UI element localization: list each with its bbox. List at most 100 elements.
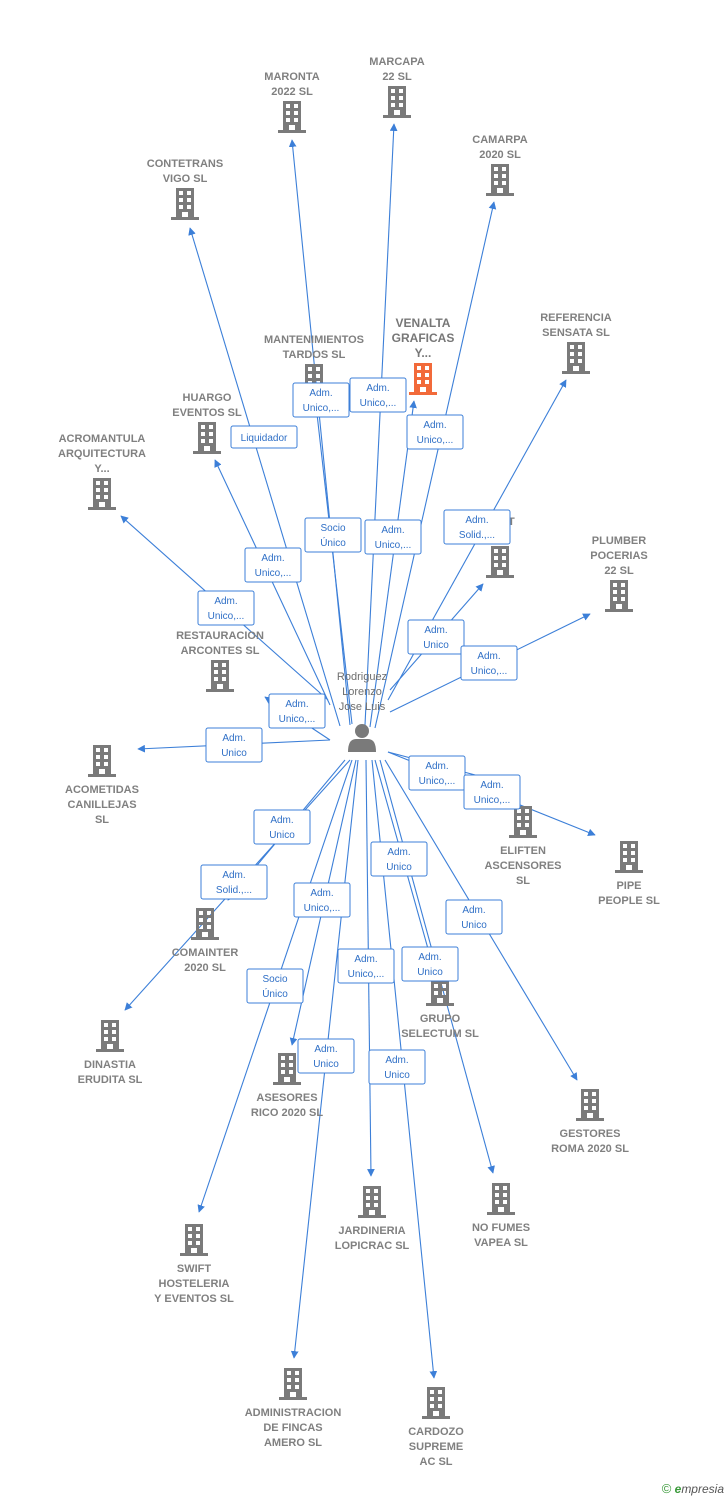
- relation-text: Unico: [423, 640, 449, 651]
- relation-label-gestores[interactable]: Adm.Unico: [445, 899, 503, 935]
- relation-label-acromantula[interactable]: Adm.Unico,...: [197, 590, 255, 626]
- company-label-dinastia: ERUDITA SL: [78, 1074, 143, 1086]
- relation-box: [337, 948, 395, 984]
- company-label-marcapa: 22 SL: [382, 71, 412, 83]
- relation-label-dext[interactable]: Adm. Unico: [407, 619, 465, 655]
- relation-text: Unico: [269, 830, 295, 841]
- company-label-nofumes: NO FUMES: [472, 1222, 530, 1234]
- relation-label-contetrans[interactable]: Liquidador: [230, 425, 298, 449]
- company-label-venalta: Y...: [415, 346, 432, 360]
- relation-label-restauracion[interactable]: Adm.Unico,...: [268, 693, 326, 729]
- relation-box: [407, 619, 465, 655]
- company-label-gestores: GESTORES: [560, 1128, 621, 1140]
- empresia-logo[interactable]: © empresia: [662, 1481, 724, 1496]
- relation-label-eliften[interactable]: Adm.Unico,...: [408, 755, 466, 791]
- company-label-maronta: 2022 SL: [271, 86, 313, 98]
- relation-text: Unico,...: [360, 398, 397, 409]
- company-label-cardozo: SUPREME: [409, 1441, 463, 1453]
- company-node-acromantula[interactable]: ACROMANTULAARQUITECTURAY...: [58, 433, 146, 510]
- company-label-comainter: COMAINTER: [172, 947, 239, 959]
- company-label-cardozo: AC SL: [420, 1456, 453, 1468]
- building-icon: [180, 1224, 208, 1256]
- relation-label-venalta[interactable]: Adm.Unico,...: [364, 519, 422, 555]
- company-label-asesores: RICO 2020 SL: [251, 1107, 323, 1119]
- building-icon: [88, 745, 116, 777]
- company-node-venalta[interactable]: VENALTAGRAFICASY...: [392, 316, 455, 395]
- relation-text: Adm.: [222, 733, 245, 744]
- relation-label-acometidas[interactable]: Adm.Unico: [205, 727, 263, 763]
- building-icon: [88, 478, 116, 510]
- company-node-comainter[interactable]: COMAINTER 2020 SL: [172, 908, 239, 974]
- relation-label-dinastia[interactable]: Adm.Solid.,...: [200, 864, 268, 900]
- person-name: Jose Luis: [339, 701, 386, 713]
- relation-label-maronta[interactable]: Adm.Unico,...: [292, 382, 350, 418]
- company-label-restauracion: RESTAURACION: [176, 630, 264, 642]
- relation-label-grupo[interactable]: Adm.Unico: [370, 841, 428, 877]
- relation-label-asesores[interactable]: Adm.Unico,...: [293, 882, 351, 918]
- building-icon: [358, 1186, 386, 1218]
- relation-text: Unico: [417, 967, 443, 978]
- relation-text: Adm.: [480, 780, 503, 791]
- company-label-grupo: GRUPO: [420, 1013, 461, 1025]
- relation-label-referencia[interactable]: Adm.Solid.,...: [443, 509, 511, 545]
- relation-label-administracion[interactable]: Adm.Unico: [297, 1038, 355, 1074]
- company-label-referencia: REFERENCIA: [540, 312, 612, 324]
- relation-text: Unico: [386, 862, 412, 873]
- relation-box: [230, 425, 298, 449]
- building-icon: [509, 806, 537, 838]
- building-icon: [206, 660, 234, 692]
- relation-text: Unico,...: [375, 540, 412, 551]
- relation-text: Solid.,...: [216, 885, 252, 896]
- relation-text: Unico,...: [208, 611, 245, 622]
- relation-box: [297, 1038, 355, 1074]
- relation-label-comainter[interactable]: Adm.Unico: [253, 809, 311, 845]
- relation-label-plumber[interactable]: Adm.Unico,...: [460, 645, 518, 681]
- relation-label-huargo[interactable]: Adm.Unico,...: [244, 547, 302, 583]
- relation-label-camarpa[interactable]: Adm.Unico,...: [406, 414, 464, 450]
- relation-text: Socio: [320, 523, 345, 534]
- company-label-jardineria: JARDINERIA: [338, 1225, 405, 1237]
- company-label-comainter: 2020 SL: [184, 962, 226, 974]
- company-label-contetrans: CONTETRANS: [147, 158, 223, 170]
- relation-text: Adm.: [314, 1044, 337, 1055]
- company-label-acromantula: ARQUITECTURA: [58, 448, 146, 460]
- relation-box: [463, 774, 521, 810]
- relation-box: [293, 882, 351, 918]
- relation-label-nofumes[interactable]: Adm.Unico: [401, 946, 459, 982]
- relation-label-cardozo[interactable]: Adm.Unico: [368, 1049, 426, 1085]
- company-label-acometidas: ACOMETIDAS: [65, 784, 139, 796]
- relation-text: Unico,...: [471, 666, 508, 677]
- company-label-dinastia: DINASTIA: [84, 1059, 136, 1071]
- company-label-mantenimientos: TARDOS SL: [283, 349, 346, 361]
- relation-label-pipe[interactable]: Adm.Unico,...: [463, 774, 521, 810]
- relation-text: Adm.: [424, 625, 447, 636]
- building-icon: [422, 1387, 450, 1419]
- relation-box: [443, 509, 511, 545]
- relation-label-jardineria[interactable]: Adm.Unico,...: [337, 948, 395, 984]
- relation-label-marcapa[interactable]: Adm.Unico,...: [349, 377, 407, 413]
- company-node-dinastia[interactable]: DINASTIA ERUDITA SL: [78, 1020, 143, 1086]
